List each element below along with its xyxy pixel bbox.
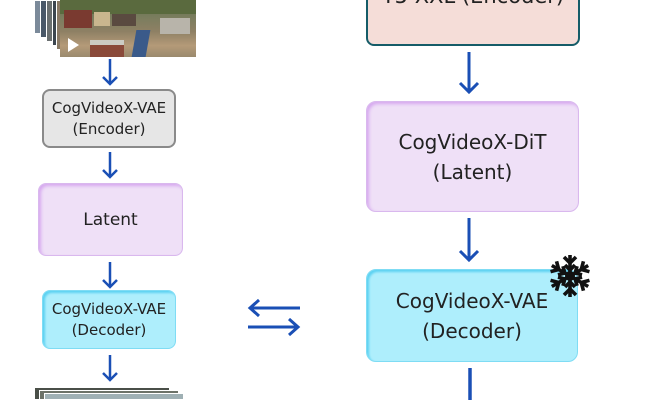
latent-label: Latent <box>83 209 138 230</box>
video-frame <box>44 393 184 400</box>
t5-encoder-label: T5 XXL (Encoder) <box>382 0 564 8</box>
vae-decoder-right-title: CogVideoX-VAE <box>395 288 549 313</box>
vae-decoder-box-left: CogVideoX-VAE (Decoder) <box>42 290 176 349</box>
dit-subtitle: (Latent) <box>432 159 513 184</box>
vae-encoder-title: CogVideoX-VAE <box>51 98 167 117</box>
input-video-frames <box>34 0 198 58</box>
vae-decoder-title: CogVideoX-VAE <box>51 299 167 318</box>
t5-encoder-box: T5 XXL (Encoder) <box>366 0 580 46</box>
arrow-down-icon <box>102 59 118 86</box>
vae-encoder-box: CogVideoX-VAE (Encoder) <box>42 89 176 148</box>
video-frame-main <box>60 0 196 57</box>
vae-encoder-subtitle: (Encoder) <box>72 119 146 138</box>
arrow-down-icon <box>102 355 118 382</box>
vae-decoder-box-right: CogVideoX-VAE (Decoder) <box>366 269 578 362</box>
arrow-down-icon <box>102 262 118 289</box>
play-icon <box>68 38 79 52</box>
arrow-down-icon <box>458 218 480 263</box>
dit-box: CogVideoX-DiT (Latent) <box>366 101 579 212</box>
latent-box: Latent <box>38 183 183 256</box>
arrow-down-icon <box>458 52 480 95</box>
vae-decoder-right-subtitle: (Decoder) <box>422 318 522 343</box>
bidirectional-arrows-icon <box>247 298 301 337</box>
arrow-down-line <box>468 368 472 400</box>
output-video-frames <box>34 387 184 400</box>
dit-title: CogVideoX-DiT <box>398 129 547 154</box>
vae-decoder-subtitle: (Decoder) <box>71 320 147 339</box>
arrow-down-icon <box>102 152 118 179</box>
snowflake-icon <box>547 255 593 299</box>
